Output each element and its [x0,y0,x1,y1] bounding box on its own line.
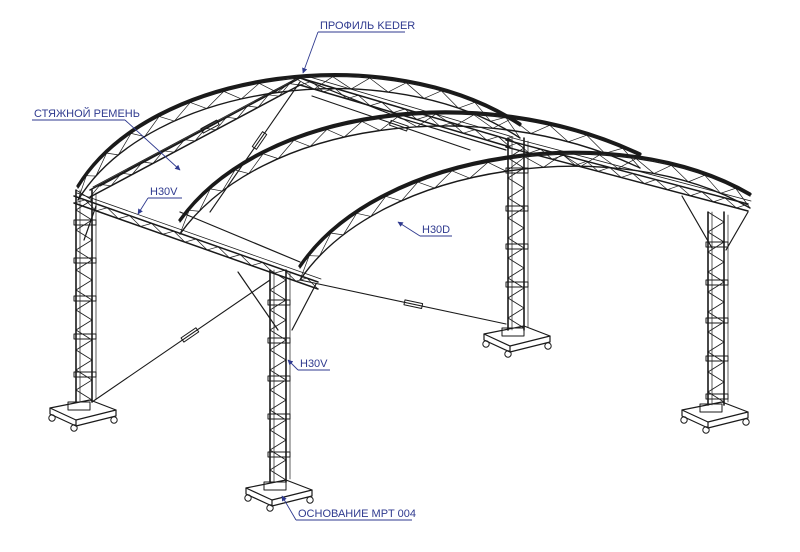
callout-keder-profile: ПРОФИЛЬ KEDER [302,20,415,74]
keder-profile-label: ПРОФИЛЬ KEDER [320,20,415,32]
rope-roof-diagonal-1 [99,77,301,187]
rope-top [311,95,471,151]
column-front-right [267,269,291,483]
arch-middle [178,110,642,235]
truss-frames [73,74,752,331]
rope-roof-diagonal-2 [209,81,301,213]
rope-front-left [91,279,271,403]
arch-trusses [76,73,752,281]
base-label: ОСНОВАНИЕ MPT 004 [298,508,416,520]
h30d-label: H30D [422,224,450,236]
top-ridge-rail [299,74,514,148]
base-plates [48,325,750,512]
back-girder [505,136,752,212]
base-back-left [482,325,552,358]
base-front-right [244,479,314,512]
callout-tension-strap: СТЯЖНОЙ РЕМЕНЬ [32,107,181,171]
callout-h30v-top: H30V [137,186,182,215]
guy-ropes [91,77,507,403]
arch-back [298,150,752,281]
h30v-column-label: H30V [300,358,328,370]
base-front-left [48,399,118,432]
arch-front [76,73,522,201]
base-back-right [680,401,750,434]
column-back-right [705,211,729,406]
callout-h30d: H30D [397,221,452,237]
tension-strap-label: СТЯЖНОЙ РЕМЕНЬ [34,107,140,120]
callout-h30v-column: H30V [287,358,330,371]
rope-front-back [299,279,507,325]
front-girder [73,192,322,290]
column-back-left [505,137,529,331]
callout-base: ОСНОВАНИЕ MPT 004 [281,495,416,521]
column-front-left [73,189,97,403]
h30v-top-label: H30V [150,186,178,198]
purlins [179,77,507,263]
